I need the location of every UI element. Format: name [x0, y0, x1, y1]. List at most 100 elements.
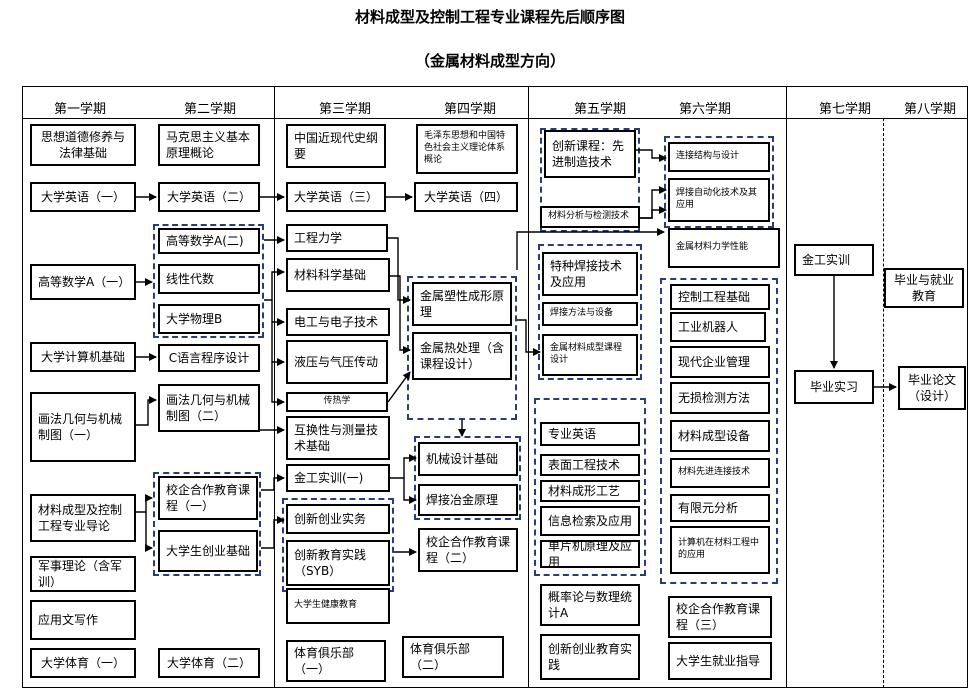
- course-box: 大学计算机基础: [30, 342, 136, 372]
- year1-divider: [274, 86, 275, 688]
- course-box: 材料科学基础: [286, 258, 390, 292]
- course-box: 线性代数: [158, 264, 260, 294]
- course-box: 金属材料成型课程设计: [542, 334, 638, 376]
- year2-divider: [528, 86, 529, 688]
- arrow-plastic-mechprop: [516, 228, 665, 270]
- course-box: 毕业与就业教育: [884, 268, 964, 308]
- course-box: 高等数学A（一）: [30, 264, 136, 300]
- course-box: 概率论与数理统计A: [540, 584, 640, 626]
- course-box: 控制工程基础: [670, 284, 770, 310]
- course-box: C语言程序设计: [158, 344, 260, 372]
- course-box: 创新创业教育实践: [540, 634, 640, 680]
- course-box: 表面工程技术: [540, 454, 640, 476]
- arrow-drawing1-drawing2: [136, 396, 157, 426]
- course-box: 大学生就业指导: [668, 642, 772, 680]
- page-title: 材料成型及控制工程专业课程先后顺序图: [354, 8, 625, 26]
- course-box: 应用文写作: [30, 600, 136, 640]
- course-box: 创新教育实践（SYB）: [286, 540, 390, 586]
- arrow-analysis-autoweld: [640, 186, 667, 219]
- course-box: 工程力学: [286, 224, 388, 252]
- course-box: 有限元分析: [670, 494, 770, 522]
- arrow-hydraulic-heattreat: [387, 371, 411, 403]
- arrow-intro-entre: [145, 512, 153, 552]
- course-box: 大学英语（四）: [414, 182, 518, 212]
- course-box: 传热学: [286, 392, 388, 412]
- header-divider: [22, 118, 968, 119]
- arrow-mechanics-plastic: [388, 237, 411, 304]
- semester-1-header: 第一学期: [53, 102, 106, 117]
- semester-dashed-divider: [883, 118, 884, 688]
- course-box: 思想道德修养与法律基础: [30, 124, 136, 166]
- course-box: 画法几何与机械制图（二）: [158, 384, 260, 432]
- course-box: 金属热处理（含课程设计）: [412, 332, 512, 380]
- arrow-math-matsci: [264, 268, 285, 301]
- course-box: 大学体育（二）: [158, 648, 260, 678]
- year3-divider: [786, 86, 787, 688]
- arrow-entre-innovation: [261, 516, 285, 549]
- course-box: 金工实训(一): [286, 464, 390, 492]
- course-box: 信息检索及应用: [540, 506, 640, 536]
- course-box: 金工实训: [794, 244, 874, 276]
- arrow-math-hydraulic: [271, 322, 285, 366]
- course-box: 军事理论（含军训）: [30, 556, 136, 592]
- course-box: 机械设计基础: [418, 442, 518, 476]
- course-box: 体育俱乐部（二）: [402, 636, 504, 678]
- course-box: 互换性与测量技术基础: [286, 416, 390, 460]
- arrow-intro-coop: [136, 494, 153, 513]
- course-box: 体育俱乐部（一）: [286, 640, 386, 682]
- course-box: 焊接自动化技术及其应用: [668, 178, 770, 222]
- page-subtitle: （金属材料成型方向）: [414, 52, 565, 70]
- course-box: 校企合作教育课程（一）: [158, 476, 258, 520]
- joint-welding-group: [664, 136, 774, 228]
- course-box: 材料分析与检测技术: [540, 206, 640, 228]
- course-box: 画法几何与机械制图（一）: [30, 392, 136, 462]
- course-box: 创新创业实务: [286, 504, 390, 534]
- semester6-electives-group: [660, 278, 778, 584]
- semester-7-header: 第七学期: [818, 102, 871, 117]
- course-box: 马克思主义基本原理概论: [158, 124, 260, 166]
- course-box: 大学生创业基础: [158, 530, 258, 572]
- course-box: 连接结构与设计: [668, 142, 770, 172]
- arrow-math-electric: [271, 300, 285, 326]
- arrow-weldgroup-autoweld: [640, 206, 667, 219]
- coop-entrepreneur-group: [153, 472, 261, 576]
- course-box: 现代企业管理: [670, 346, 770, 378]
- course-box: 材料先进连接技术: [670, 458, 770, 488]
- course-box: 金属塑性成形原理: [412, 282, 512, 326]
- course-box: 焊接冶金原理: [418, 484, 518, 516]
- arrow-matsci-heattreat: [390, 275, 411, 354]
- semester5-electives-group: [534, 398, 646, 576]
- semester-5-header: 第五学期: [573, 102, 626, 117]
- arrow-coop1-metalwork: [261, 474, 285, 491]
- course-box: 焊接方法与设备: [542, 302, 638, 326]
- course-box: 电工与电子技术: [286, 308, 390, 336]
- course-box: 材料成型及控制工程专业导论: [30, 494, 136, 542]
- semester-4-header: 第四学期: [443, 102, 496, 117]
- semester-2-header: 第二学期: [183, 102, 236, 117]
- arrow-metalwork-weldmet: [403, 478, 417, 504]
- course-box: 大学生健康教育: [286, 588, 390, 624]
- course-box: 计算机在材料工程中的应用: [670, 526, 770, 574]
- diagram-frame: [22, 86, 968, 688]
- course-box: 大学英语（二）: [158, 182, 260, 212]
- course-box: 大学体育（一）: [30, 648, 136, 678]
- course-box: 大学物理B: [158, 304, 260, 334]
- course-box: 创新课程：先进制造技术: [544, 130, 636, 178]
- arrow-math-heat: [271, 362, 285, 406]
- course-box: 大学英语（三）: [286, 182, 386, 212]
- course-box: 材料成型设备: [670, 420, 770, 452]
- course-box: 毕业实习: [794, 370, 874, 404]
- arrow-heattreat-formdesign: [517, 319, 541, 356]
- course-box: 校企合作教育课程（二）: [418, 528, 518, 572]
- semester-3-header: 第三学期: [318, 102, 371, 117]
- course-box: 高等数学A(二): [158, 228, 260, 254]
- course-box: 毛泽东思想和中国特色社会主义理论体系概论: [416, 124, 518, 174]
- advanced-manufacturing-group: [540, 128, 640, 232]
- semester-6-header: 第六学期: [678, 102, 731, 117]
- course-box: 无损检测方法: [670, 382, 770, 414]
- course-box: 专业英语: [540, 422, 640, 446]
- welding-group: [538, 244, 642, 380]
- semester-8-header: 第八学期: [903, 102, 956, 117]
- course-box: 材料成形工艺: [540, 480, 640, 502]
- arrow-metalwork-machdesign: [390, 454, 417, 479]
